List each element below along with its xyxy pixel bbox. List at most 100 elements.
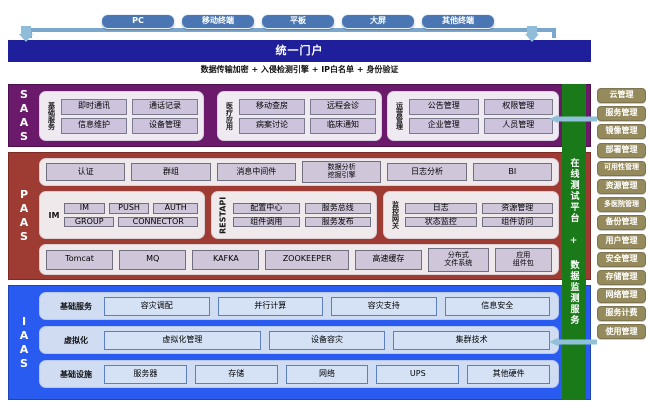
paas-cell-group[interactable]: 群组 xyxy=(131,163,211,181)
paas-cell-dfs[interactable]: 分布式 文件系统 xyxy=(427,247,489,272)
paas-cell-component-access[interactable]: 组件访问 xyxy=(481,216,553,228)
saas-cell-clinical-notice[interactable]: 临床通知 xyxy=(310,117,376,134)
mgmt-item-image[interactable]: 镜像管理 xyxy=(597,124,646,140)
layer-saas-label: SAAS xyxy=(17,87,31,144)
mgmt-item-cloud[interactable]: 云管理 xyxy=(597,88,646,103)
paas-group-restapi-label: RESTAPI xyxy=(218,196,228,234)
paas-cell-group-api[interactable]: GROUP xyxy=(64,216,115,228)
paas-cell-mq[interactable]: MQ xyxy=(119,249,187,270)
paas-cell-data-mining[interactable]: 数据分析 挖掘引擎 xyxy=(301,161,382,183)
layer-saas: SAAS 基础服务 即时通讯 通话记录 信息维护 设备管理 医疗应用 移动查房 … xyxy=(8,84,591,147)
mgmt-item-usage[interactable]: 使用管理 xyxy=(597,324,646,340)
layer-paas: PAAS 认证 群组 消息中间件 数据分析 挖掘引擎 日志分析 BI IM IM… xyxy=(8,152,591,280)
terminal-mobile[interactable]: 移动终端 xyxy=(181,14,255,29)
terminal-list: PC 移动终端 平板 大屏 其他终端 xyxy=(101,14,495,29)
terminal-tablet[interactable]: 平板 xyxy=(261,14,335,29)
paas-cell-service-bus[interactable]: 服务总线 xyxy=(304,202,371,214)
paas-cell-app-package[interactable]: 应用 组件包 xyxy=(494,247,552,272)
iaas-cell-other-hardware[interactable]: 其他硬件 xyxy=(467,364,550,384)
saas-cell-im[interactable]: 即时通讯 xyxy=(61,98,127,115)
iaas-row-infrastructure: 基础设施 服务器 存储 网络 UPS 其他硬件 xyxy=(39,360,559,388)
paas-cell-zookeeper[interactable]: ZOOKEEPER xyxy=(265,249,349,270)
mgmt-item-network[interactable]: 网络管理 xyxy=(597,288,646,304)
paas-group-im-label: IM xyxy=(48,210,60,220)
iaas-row-basic: 基础服务 容灾调配 并行计算 容灾支持 信息安全 xyxy=(39,292,559,320)
mgmt-item-availability[interactable]: 可用性管理 xyxy=(597,160,646,176)
left-down-arrow-icon xyxy=(19,26,33,42)
saas-cell-permission[interactable]: 权限管理 xyxy=(483,98,553,115)
paas-cell-im[interactable]: IM xyxy=(64,202,105,214)
iaas-cell-cluster-tech[interactable]: 集群技术 xyxy=(393,330,550,350)
saas-cell-device-mgmt[interactable]: 设备管理 xyxy=(132,117,198,134)
iaas-cell-info-security[interactable]: 信息安全 xyxy=(444,296,550,316)
paas-group-im: IM IM PUSH AUTH GROUP CONNECTOR xyxy=(39,191,205,239)
mgmt-item-deploy[interactable]: 部署管理 xyxy=(597,142,646,158)
portal-title: 统一门户 xyxy=(8,40,591,62)
terminal-other[interactable]: 其他终端 xyxy=(421,14,495,29)
mgmt-item-backup[interactable]: 备份管理 xyxy=(597,215,646,231)
paas-cell-status-monitor[interactable]: 状态监控 xyxy=(405,216,477,228)
saas-group-medical-label: 医疗应用 xyxy=(225,102,234,130)
paas-cell-service-publish[interactable]: 服务发布 xyxy=(304,216,371,228)
terminal-bigscreen[interactable]: 大屏 xyxy=(341,14,415,29)
portal-subtitle: 数据传输加密 + 入侵检测引擎 + IP白名单 + 身份验证 xyxy=(200,64,399,74)
iaas-cell-ups[interactable]: UPS xyxy=(376,364,460,384)
mgmt-item-resource[interactable]: 资源管理 xyxy=(597,178,646,194)
paas-group-restapi: RESTAPI 配置中心 服务总线 组件调用 服务发布 xyxy=(211,191,377,239)
paas-cell-push[interactable]: PUSH xyxy=(108,202,150,214)
saas-to-platform-arrow-icon xyxy=(549,115,597,123)
saas-group-operation-label: 运营管理 xyxy=(395,102,404,130)
iaas-cell-parallel-compute[interactable]: 并行计算 xyxy=(217,296,323,316)
saas-group-basic: 基础服务 即时通讯 通话记录 信息维护 设备管理 xyxy=(39,91,204,141)
iaas-cell-storage[interactable]: 存储 xyxy=(194,364,278,384)
paas-cell-auth-api[interactable]: AUTH xyxy=(153,202,198,214)
paas-cell-component-call[interactable]: 组件调用 xyxy=(233,216,300,228)
mgmt-item-multi-hospital[interactable]: 多医院管理 xyxy=(597,197,646,213)
iaas-cell-device-dr[interactable]: 设备容灾 xyxy=(268,330,386,350)
paas-cell-fast-cache[interactable]: 高速缓存 xyxy=(354,249,422,270)
saas-group-medical: 医疗应用 移动查房 远程会诊 病案讨论 临床通知 xyxy=(217,91,382,141)
layer-iaas: IAAS 基础服务 容灾调配 并行计算 容灾支持 信息安全 虚拟化 虚拟化管理 … xyxy=(8,285,591,400)
saas-group-basic-label: 基础服务 xyxy=(47,102,56,130)
online-test-platform-bar: 在线测试平台 + 数据监测服务 xyxy=(562,84,586,400)
iaas-cell-network[interactable]: 网络 xyxy=(285,364,369,384)
saas-cell-info-maint[interactable]: 信息维护 xyxy=(61,117,127,134)
iaas-row-virtualization: 虚拟化 虚拟化管理 设备容灾 集群技术 xyxy=(39,326,559,354)
paas-cell-tomcat[interactable]: Tomcat xyxy=(46,249,114,270)
iaas-row-basic-label: 基础服务 xyxy=(60,301,92,311)
paas-cell-log[interactable]: 日志 xyxy=(405,202,477,214)
iaas-cell-dr-support[interactable]: 容灾支持 xyxy=(331,296,437,316)
terminal-pc[interactable]: PC xyxy=(101,14,175,29)
paas-cell-bi[interactable]: BI xyxy=(472,163,552,181)
mgmt-item-service[interactable]: 服务管理 xyxy=(597,106,646,122)
paas-cell-kafka[interactable]: KAFKA xyxy=(192,249,260,270)
iaas-cell-server[interactable]: 服务器 xyxy=(104,364,187,384)
layer-iaas-label: IAAS xyxy=(17,314,31,371)
right-down-arrow-icon xyxy=(525,26,539,42)
saas-cell-personnel[interactable]: 人员管理 xyxy=(483,117,553,134)
mgmt-item-storage[interactable]: 存储管理 xyxy=(597,269,646,285)
paas-cell-resource-mgmt[interactable]: 资源管理 xyxy=(481,202,553,214)
saas-group-operation: 运营管理 公告管理 权限管理 企业管理 人员管理 xyxy=(387,91,559,141)
mgmt-item-user[interactable]: 用户管理 xyxy=(597,233,646,249)
paas-row-middleware: Tomcat MQ KAFKA ZOOKEEPER 高速缓存 分布式 文件系统 … xyxy=(39,244,559,275)
mgmt-item-security[interactable]: 安全管理 xyxy=(597,251,646,267)
paas-cell-connector[interactable]: CONNECTOR xyxy=(118,216,198,228)
management-panel: 云管理 服务管理 镜像管理 部署管理 可用性管理 资源管理 多医院管理 备份管理… xyxy=(597,88,646,340)
saas-cell-case-discuss[interactable]: 病案讨论 xyxy=(239,117,305,134)
saas-cell-mobile-round[interactable]: 移动查房 xyxy=(239,98,305,115)
iaas-cell-virt-mgmt[interactable]: 虚拟化管理 xyxy=(104,330,261,350)
iaas-cell-dr-dispatch[interactable]: 容灾调配 xyxy=(104,296,210,316)
saas-cell-remote-consult[interactable]: 远程会诊 xyxy=(310,98,376,115)
saas-cell-enterprise[interactable]: 企业管理 xyxy=(409,117,479,134)
paas-group-monitor-label: 监控网关 xyxy=(391,201,400,229)
paas-cell-mq-middleware[interactable]: 消息中间件 xyxy=(216,163,296,181)
paas-cell-auth[interactable]: 认证 xyxy=(46,163,126,181)
saas-cell-call-log[interactable]: 通话记录 xyxy=(132,98,198,115)
saas-cell-announcement[interactable]: 公告管理 xyxy=(409,98,479,115)
mgmt-item-billing[interactable]: 服务计费 xyxy=(597,306,646,322)
paas-row-services: 认证 群组 消息中间件 数据分析 挖掘引擎 日志分析 BI xyxy=(39,158,559,186)
paas-cell-config-center[interactable]: 配置中心 xyxy=(233,202,300,214)
paas-cell-log-analysis[interactable]: 日志分析 xyxy=(387,163,467,181)
